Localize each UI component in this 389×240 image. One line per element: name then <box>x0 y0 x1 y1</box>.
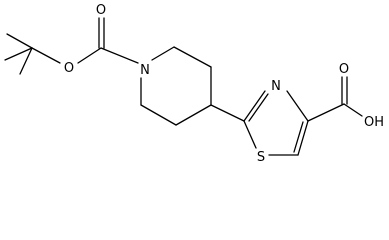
bond-pip-c4-c5 <box>175 104 212 126</box>
bond-tbu-methyl-bottom <box>19 47 33 75</box>
atom-label-acid-hydroxyl: OH <box>364 115 384 130</box>
bond-thz-to-acid-c <box>307 103 345 122</box>
bond-pip-c2-c3 <box>173 46 212 68</box>
bond-acid-c-to-oh <box>343 103 363 117</box>
bond-thz-c4-c5-a <box>297 120 309 156</box>
bond-thz-n3-c4 <box>286 90 309 122</box>
atom-label-thiazole-sulfur: S <box>257 150 265 165</box>
bond-pip-to-thiazole <box>210 104 245 122</box>
atom-label-thiazole-nitrogen: N <box>271 79 281 94</box>
bond-carbonyl-c-to-n <box>100 47 139 64</box>
bond-thz-c2-n3-b <box>248 93 269 122</box>
bond-tbu-methyl-left <box>4 47 33 61</box>
structure-canvas: O O N N S O OH <box>4 3 384 165</box>
bond-tbu-methyl-top <box>6 33 33 49</box>
bond-tbu-to-oxygen <box>31 47 61 64</box>
atom-label-ester-oxygen: O <box>64 61 74 76</box>
bond-ester-o-to-carbonyl-c <box>77 47 102 64</box>
atom-label-piperidine-nitrogen: N <box>140 63 150 78</box>
bond-pip-n-c2 <box>151 46 175 61</box>
atom-label-acid-carbonyl-oxygen: O <box>339 62 349 77</box>
bond-thz-c4-c5-b <box>293 121 304 153</box>
molecule-diagram: O O N N S O OH <box>4 3 384 165</box>
bond-pip-c5-c6 <box>140 104 177 126</box>
bond-thz-s-c2 <box>243 120 257 149</box>
bond-thz-c2-n3-a <box>243 90 266 122</box>
atom-label-boc-carbonyl-oxygen: O <box>96 3 106 18</box>
